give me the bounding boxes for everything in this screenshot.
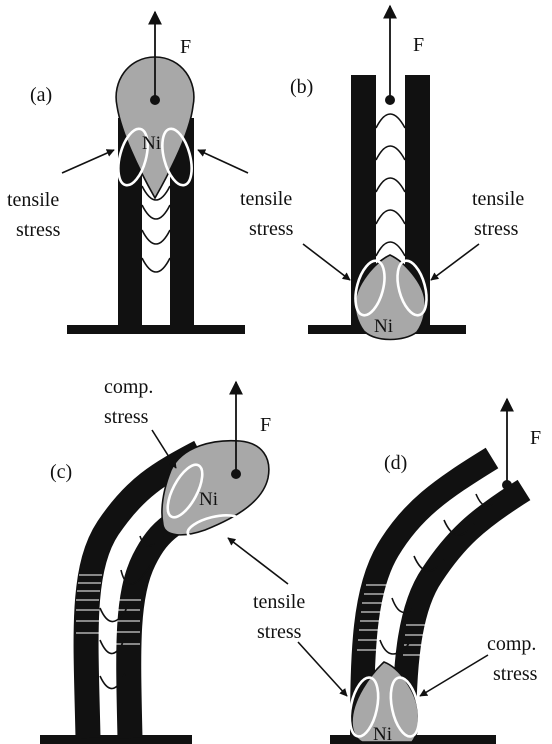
- substrate: [67, 325, 245, 334]
- stress-label: stress: [493, 663, 538, 685]
- panel-c: F (c) Ni comp. stress tensile stress: [40, 376, 305, 744]
- stress-label: stress: [257, 621, 302, 643]
- stress-arrow: [431, 244, 479, 280]
- panel-label: (b): [290, 76, 313, 98]
- substrate: [40, 735, 192, 744]
- stress-label: stress: [474, 218, 519, 240]
- stress-label: comp.: [104, 376, 153, 398]
- stress-label: tensile: [240, 188, 292, 210]
- stress-label: stress: [104, 406, 149, 428]
- stress-label: stress: [16, 219, 61, 241]
- ni-label: Ni: [374, 316, 393, 337]
- force-origin-dot: [502, 480, 512, 490]
- panel-label: (c): [50, 461, 72, 483]
- force-label: F: [180, 36, 191, 58]
- stress-arrow: [228, 538, 288, 584]
- stress-label: tensile: [253, 591, 305, 613]
- carbon-layers: [376, 114, 405, 256]
- panel-a: F (a) Ni tensile stress: [7, 12, 248, 334]
- panel-d: F (d) Ni comp. stress: [298, 399, 541, 744]
- stress-label: comp.: [487, 633, 536, 655]
- force-origin-dot: [385, 95, 395, 105]
- stress-arrow: [62, 150, 114, 173]
- force-label: F: [530, 427, 541, 449]
- panel-label: (d): [384, 452, 407, 474]
- stress-arrow: [198, 150, 248, 173]
- stress-label: stress: [249, 218, 294, 240]
- force-origin-dot: [150, 95, 160, 105]
- carbon-layers: [142, 186, 170, 272]
- ni-label: Ni: [373, 724, 392, 744]
- stress-arrow: [298, 642, 347, 696]
- stress-arrow: [420, 655, 488, 696]
- panel-label: (a): [30, 84, 52, 106]
- ni-label: Ni: [199, 489, 218, 510]
- ni-label: Ni: [142, 133, 161, 154]
- force-label: F: [413, 34, 424, 56]
- stress-label: tensile: [7, 189, 59, 211]
- force-origin-dot: [231, 469, 241, 479]
- force-label: F: [260, 414, 271, 436]
- panel-b: F (b) Ni tensile stress tensile stress: [240, 6, 524, 340]
- stress-label: tensile: [472, 188, 524, 210]
- stress-arrow: [303, 244, 350, 280]
